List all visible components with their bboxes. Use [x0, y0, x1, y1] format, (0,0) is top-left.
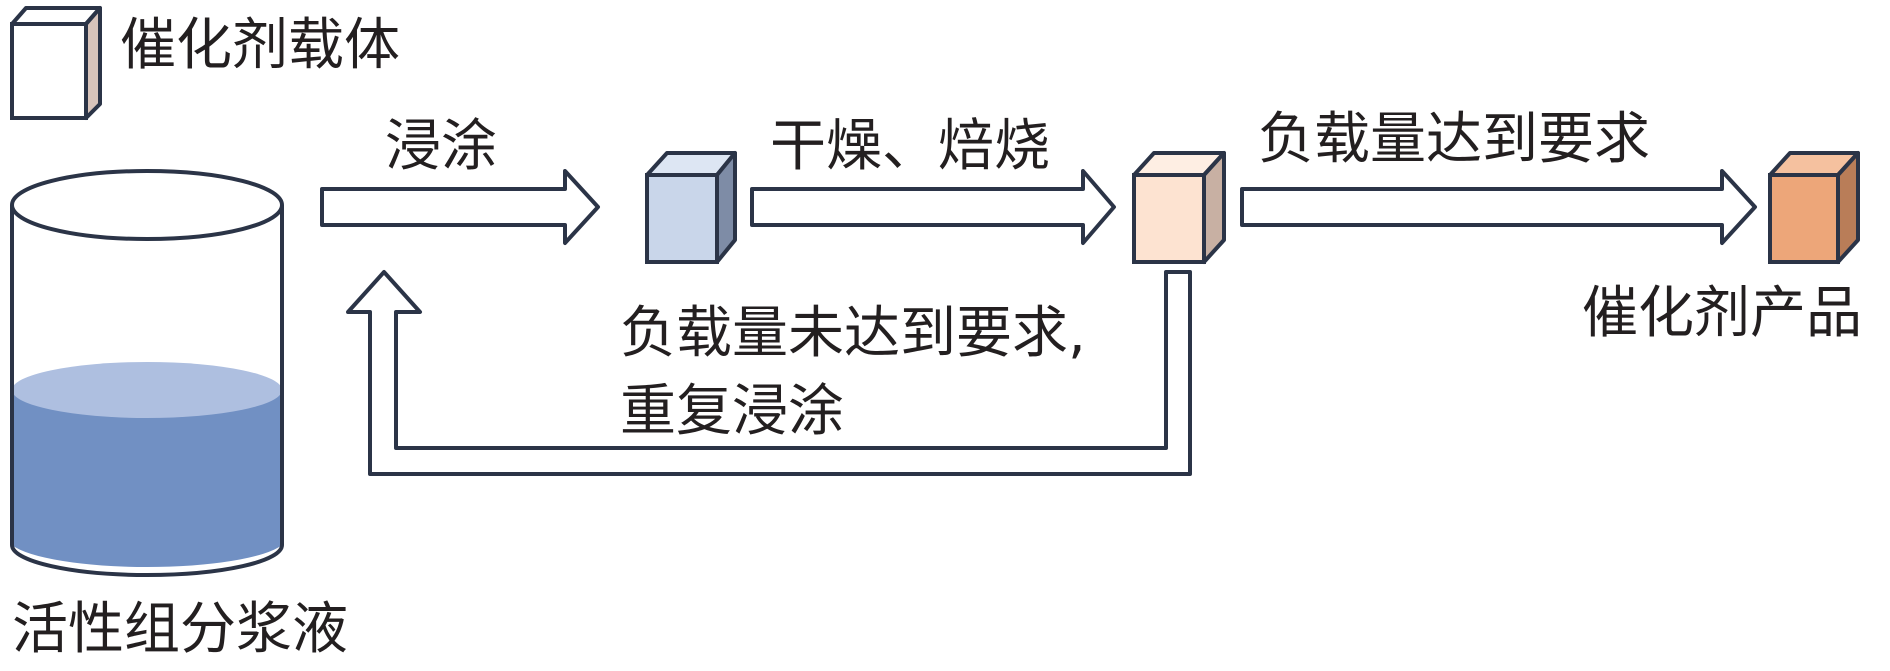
dry-calcine-label: 干燥、焙烧 [770, 114, 1050, 179]
dried-cube-icon [1132, 151, 1226, 264]
product-cube-icon [1768, 151, 1860, 264]
arrow-repeat-loop [346, 270, 1192, 476]
arrow-dip-coat [320, 169, 600, 245]
slurry-beaker [10, 169, 284, 577]
loading-not-met-label-line2: 重复浸涂 [620, 379, 844, 444]
coated-cube-icon [645, 151, 737, 264]
arrow-dry-calcine [750, 169, 1116, 245]
dip-coat-label: 浸涂 [385, 114, 497, 179]
carrier-cube-icon [10, 6, 102, 120]
carrier-label: 催化剂载体 [120, 13, 400, 78]
slurry-label: 活性组分浆液 [12, 597, 348, 662]
loading-not-met-label-line1: 负载量未达到要求, [620, 301, 1086, 366]
arrow-loading-met [1240, 169, 1757, 245]
loading-met-label: 负载量达到要求 [1258, 107, 1650, 172]
product-label: 催化剂产品 [1582, 281, 1862, 346]
